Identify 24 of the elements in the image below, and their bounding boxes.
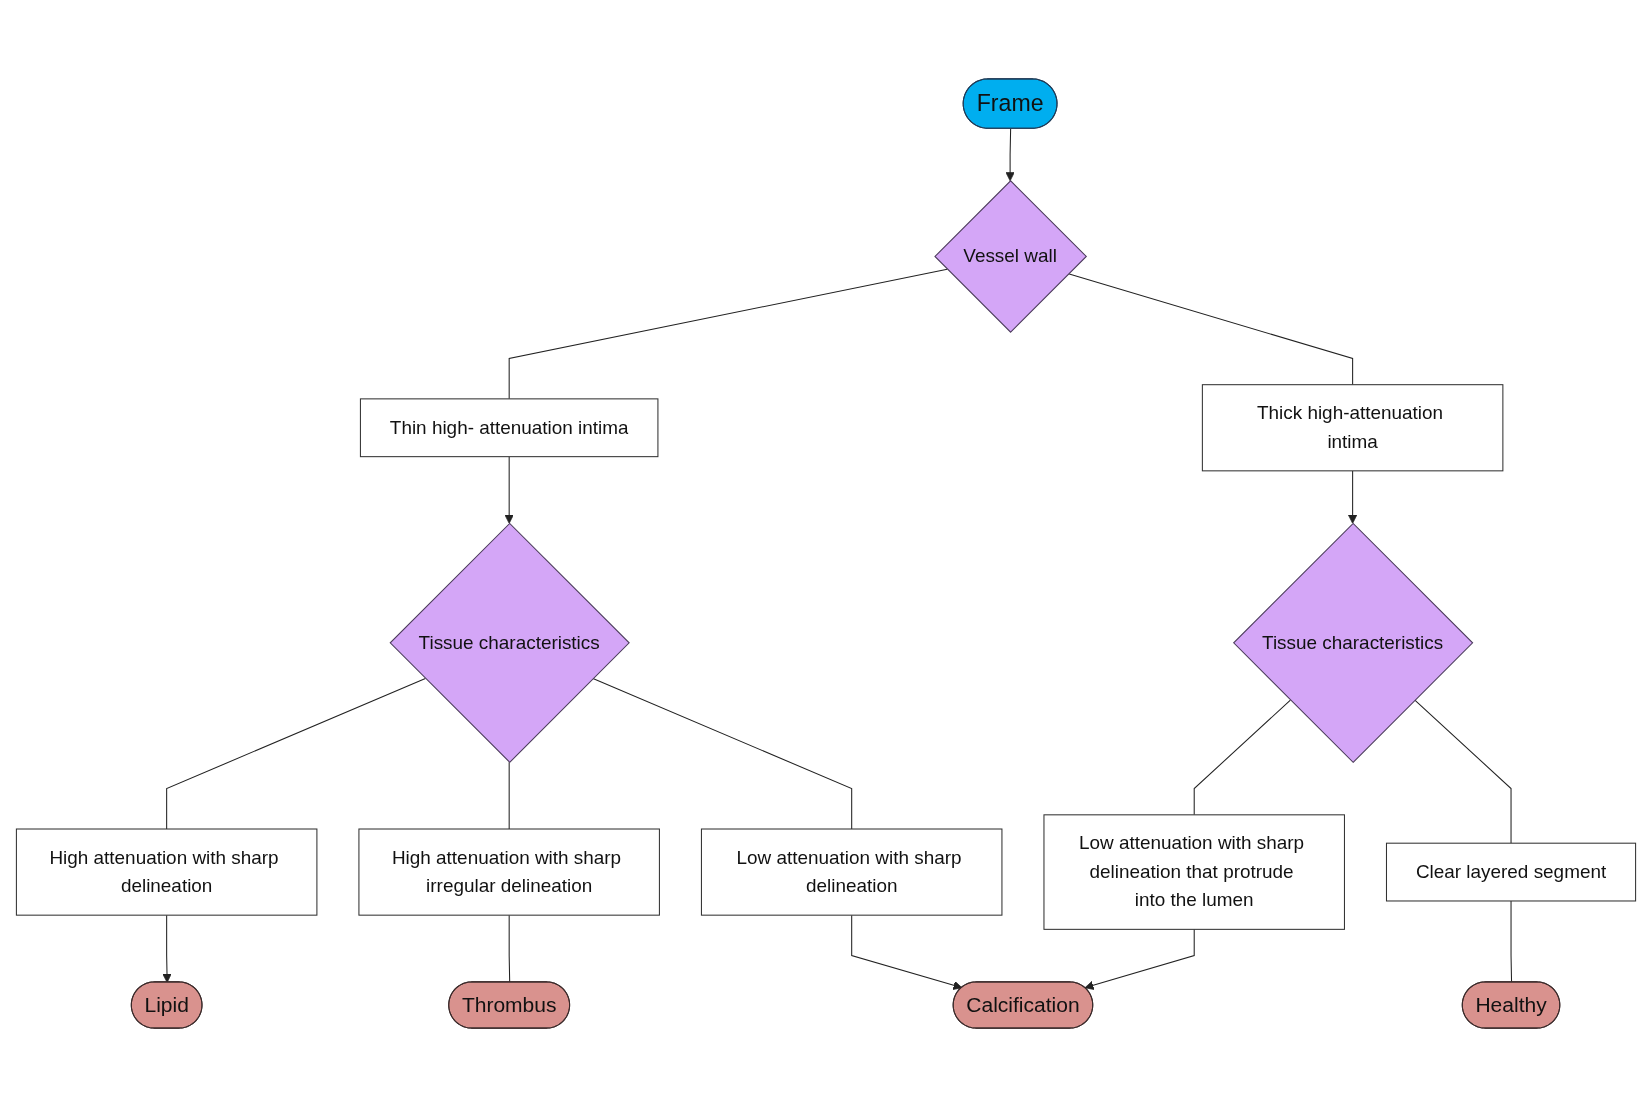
arrow — [1005, 128, 1015, 182]
arrow — [851, 914, 963, 990]
connector — [508, 914, 511, 983]
connector — [592, 677, 853, 830]
connector — [1414, 699, 1512, 844]
node-box: Low attenuation with sharp delineation — [700, 828, 1003, 916]
arrow — [1348, 470, 1358, 524]
connector — [1510, 900, 1513, 983]
node-box: High attenuation with sharp delineation — [15, 828, 318, 916]
node-diamond: Tissue characteristics — [389, 522, 630, 764]
connector — [508, 761, 510, 830]
connector — [1193, 699, 1291, 816]
node-box: Thick high-attenuation intima — [1201, 384, 1504, 472]
node-box: Low attenuation with sharp delineation that protrude into the lumen — [1043, 814, 1345, 930]
node-diamond: Vessel wall — [934, 180, 1088, 333]
arrow — [1084, 928, 1195, 990]
arrow — [162, 914, 172, 983]
node-diamond: Tissue characteristics — [1232, 522, 1474, 764]
connector — [508, 268, 948, 400]
node-box: Clear layered segment — [1385, 842, 1637, 902]
connector — [166, 677, 426, 830]
arrow — [504, 456, 514, 524]
node-box: Thin high- attenuation intima — [359, 398, 659, 458]
node-box: High attenuation with sharp irregular delineation — [358, 828, 660, 916]
